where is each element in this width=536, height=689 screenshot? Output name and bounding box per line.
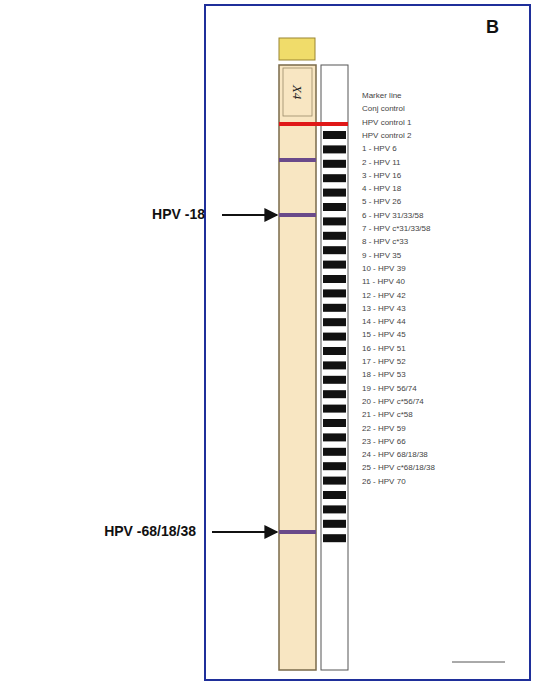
panel-letter: B bbox=[486, 18, 499, 38]
marker-line bbox=[279, 122, 348, 126]
key-entry: 3 - HPV 16 bbox=[362, 172, 401, 181]
key-entry: 19 - HPV 56/74 bbox=[362, 385, 417, 394]
reference-bar bbox=[323, 289, 346, 297]
key-entry: 24 - HPV 68/18/38 bbox=[362, 451, 428, 460]
reference-bar bbox=[323, 347, 346, 355]
reference-bar bbox=[323, 520, 346, 528]
reference-bar bbox=[323, 477, 346, 485]
reference-strip bbox=[321, 65, 348, 670]
key-entry: 13 - HPV 43 bbox=[362, 305, 406, 314]
key-entry: 18 - HPV 53 bbox=[362, 371, 406, 380]
reference-bar bbox=[323, 203, 346, 211]
key-entry: 8 - HPV c*33 bbox=[362, 238, 408, 247]
key-entry: HPV control 2 bbox=[362, 132, 411, 141]
sample-strip bbox=[279, 65, 316, 670]
key-entry: 1 - HPV 6 bbox=[362, 145, 397, 154]
key-entry: Conj control bbox=[362, 105, 405, 114]
reference-bar bbox=[323, 333, 346, 341]
key-entry: 5 - HPV 26 bbox=[362, 198, 401, 207]
key-entry: Marker line bbox=[362, 92, 402, 101]
callout-label: HPV -18 bbox=[152, 207, 205, 222]
callout-label: HPV -68/18/38 bbox=[104, 524, 196, 539]
color-tab bbox=[279, 38, 315, 60]
key-entry: 22 - HPV 59 bbox=[362, 425, 406, 434]
panel-frame bbox=[205, 5, 530, 680]
key-entry: 17 - HPV 52 bbox=[362, 358, 406, 367]
reference-bar bbox=[323, 217, 346, 225]
key-entry: 23 - HPV 66 bbox=[362, 438, 406, 447]
key-entry: 15 - HPV 45 bbox=[362, 331, 406, 340]
key-entry: 9 - HPV 35 bbox=[362, 252, 401, 261]
key-entry: 10 - HPV 39 bbox=[362, 265, 406, 274]
key-entry: 6 - HPV 31/33/58 bbox=[362, 212, 423, 221]
reference-bar bbox=[323, 361, 346, 369]
reference-bar bbox=[323, 145, 346, 153]
key-entry: 7 - HPV c*31/33/58 bbox=[362, 225, 430, 234]
key-entry: HPV control 1 bbox=[362, 119, 411, 128]
key-entry: 12 - HPV 42 bbox=[362, 292, 406, 301]
reference-bars bbox=[323, 131, 346, 542]
reference-bar bbox=[323, 160, 346, 168]
reference-bar bbox=[323, 189, 346, 197]
reference-bar bbox=[323, 462, 346, 470]
reference-bar bbox=[323, 405, 346, 413]
key-entry: 20 - HPV c*56/74 bbox=[362, 398, 424, 407]
key-entry: 4 - HPV 18 bbox=[362, 185, 401, 194]
hpv-18-band bbox=[279, 213, 316, 217]
reference-bar bbox=[323, 304, 346, 312]
strip-writing-area bbox=[283, 68, 312, 116]
key-entry: 16 - HPV 51 bbox=[362, 345, 406, 354]
reference-bar bbox=[323, 505, 346, 513]
key-entry: 14 - HPV 44 bbox=[362, 318, 406, 327]
key-entry: 2 - HPV 11 bbox=[362, 159, 401, 168]
strip-annotation: X4 bbox=[290, 85, 304, 99]
key-entry: 25 - HPV c*68/18/38 bbox=[362, 464, 435, 473]
reference-bar bbox=[323, 131, 346, 139]
key-entry: 11 - HPV 40 bbox=[362, 278, 405, 287]
reference-bar bbox=[323, 232, 346, 240]
reference-bar bbox=[323, 261, 346, 269]
key-entry: 21 - HPV c*58 bbox=[362, 411, 413, 420]
reference-bar bbox=[323, 448, 346, 456]
pointer-arrow bbox=[212, 531, 277, 533]
reference-bar bbox=[323, 390, 346, 398]
reference-bar bbox=[323, 246, 346, 254]
reference-bar bbox=[323, 275, 346, 283]
reference-bar bbox=[323, 419, 346, 427]
reference-bar bbox=[323, 174, 346, 182]
reference-bar bbox=[323, 491, 346, 499]
scale-line bbox=[452, 662, 505, 663]
reference-bar bbox=[323, 433, 346, 441]
control-band bbox=[279, 158, 316, 162]
hpv-68-band bbox=[279, 530, 316, 534]
pointer-arrow bbox=[222, 214, 277, 216]
reference-bar bbox=[323, 318, 346, 326]
reference-bar bbox=[323, 376, 346, 384]
key-entry: 26 - HPV 70 bbox=[362, 478, 406, 487]
reference-bar bbox=[323, 534, 346, 542]
